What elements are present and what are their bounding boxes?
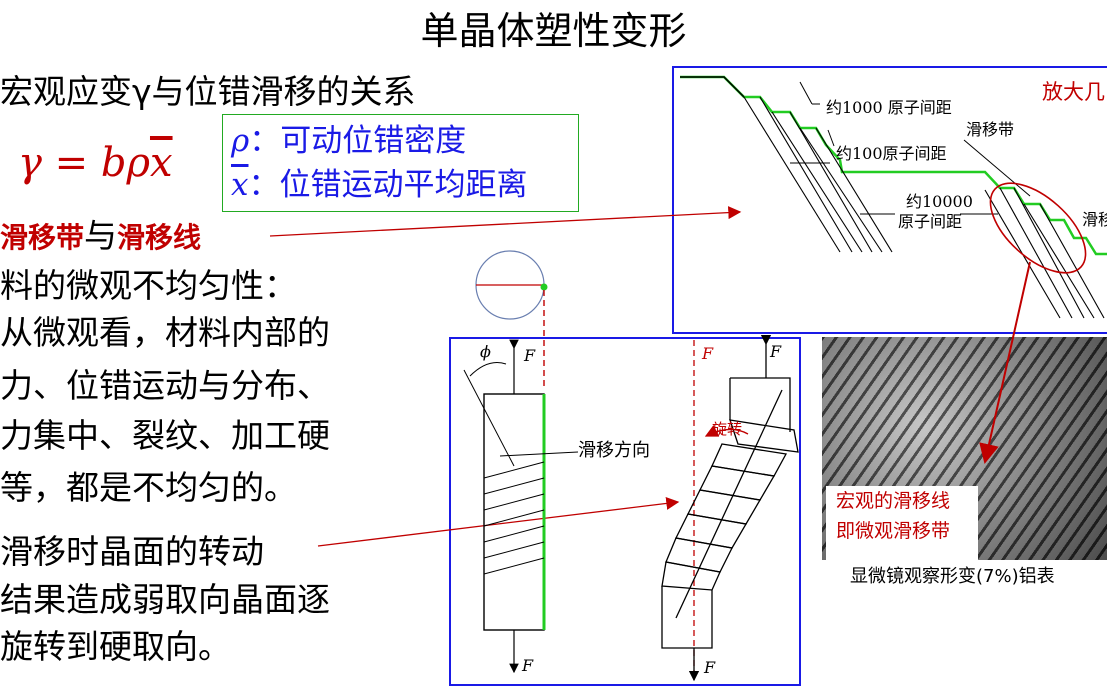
nonuniform-title: 料的微观不均匀性： xyxy=(0,266,297,305)
rho-definition: ρ：可动位错密度 xyxy=(231,123,467,159)
dimension-arrows xyxy=(790,81,1031,215)
magnify-label: 放大几 xyxy=(1042,80,1105,104)
label-slip-cut: 滑移 xyxy=(1082,210,1107,229)
pointer-to-micrograph xyxy=(979,261,1031,464)
rotation-line-2: 结果造成弱取向晶面逐 xyxy=(0,580,330,619)
definition-box: ρ：可动位错密度 x：位错运动平均距离 xyxy=(222,114,579,212)
force-top-left: F xyxy=(524,346,536,365)
phi-label: ϕ xyxy=(480,342,491,361)
lattice-rotation-diagram-panel xyxy=(449,337,801,686)
pointer-to-rotation-diagram xyxy=(317,496,680,547)
force-top-right: F xyxy=(770,342,782,361)
pointer-to-slip-diagram xyxy=(269,206,742,237)
magnified-region-ellipse xyxy=(989,182,1087,274)
nonuniform-line-2: 力、位错运动与分布、 xyxy=(0,366,330,405)
slip-direction-label: 滑移方向 xyxy=(578,440,650,461)
slip-band-diagram-panel xyxy=(672,66,1107,334)
bullet-strain-relation: 宏观应变γ与位错滑移的关系 xyxy=(0,72,416,111)
slip-step-surface xyxy=(680,75,1107,256)
tensile-specimen-before xyxy=(463,250,579,674)
orowan-formula: γ = bρx xyxy=(18,140,173,186)
micrograph-caption: 宏观的滑移线 即微观滑移带 xyxy=(826,486,978,560)
rotation-line-3: 旋转到硬取向。 xyxy=(0,627,231,666)
nonuniform-line-4: 等，都是不均匀的。 xyxy=(0,468,297,507)
tensile-specimen-after xyxy=(661,334,799,682)
label-1000-atoms: 约1000 原子间距 xyxy=(826,98,952,117)
rotate-label: 旋转 xyxy=(712,420,743,438)
force-top-right-red: F xyxy=(702,344,714,363)
rotation-line-1: 滑移时晶面的转动 xyxy=(0,532,264,571)
force-bottom-left: F xyxy=(522,656,534,675)
label-10000-atoms-a: 约10000 xyxy=(906,192,973,211)
x-definition: x：位错运动平均距离 xyxy=(231,167,528,203)
label-100-atoms: 约100原子间距 xyxy=(836,144,947,163)
slip-plane-lines xyxy=(743,96,1105,319)
nonuniform-line-3: 力集中、裂纹、加工硬 xyxy=(0,416,330,455)
micrograph-subcaption: 显微镜观察形变(7%)铝表 xyxy=(850,566,1055,587)
label-10000-atoms-b: 原子间距 xyxy=(898,212,963,231)
nonuniform-line-1: 从微观看，材料内部的 xyxy=(0,313,330,352)
slip-band-line-heading: 滑移带与滑移线 xyxy=(0,216,202,255)
label-slip-band: 滑移带 xyxy=(966,120,1015,139)
slide-title: 单晶体塑性变形 xyxy=(420,9,687,53)
force-bottom-right: F xyxy=(704,658,716,677)
